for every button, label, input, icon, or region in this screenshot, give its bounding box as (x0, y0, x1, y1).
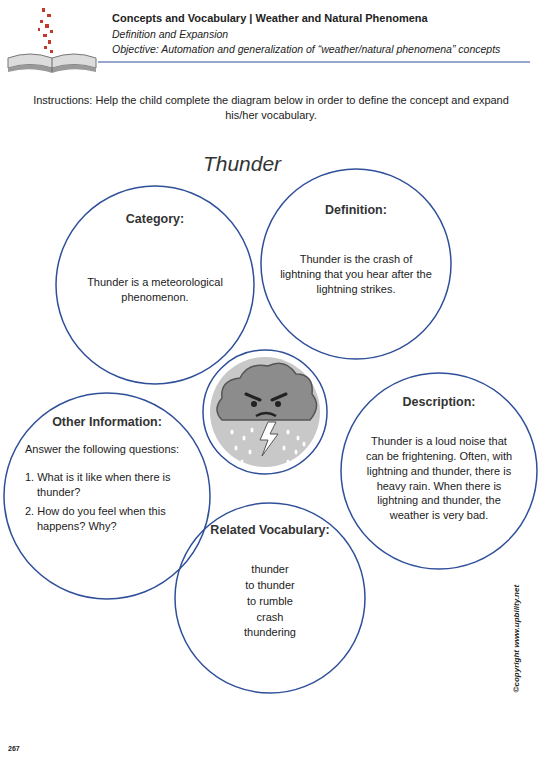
concept-circle: Description: Thunder is a loud noise that… (340, 372, 538, 570)
page-number: 267 (8, 744, 48, 753)
concept-circle: Definition: Thunder is the crash of light… (260, 168, 452, 360)
circle-heading: Description: (364, 394, 514, 411)
circle-text: 2. How do you feel when this happens? Wh… (25, 504, 185, 534)
diagram-title: Thunder (0, 150, 484, 178)
copyright-note: ©copyright www.upbility.net (512, 562, 523, 692)
circle-text: thunder (195, 562, 345, 577)
header-subtitle: Definition and Expansion (112, 27, 532, 41)
circle-heading: Related Vocabulary: (190, 522, 350, 539)
logo-book (8, 8, 96, 73)
circle-text: Thunder is the crash of lightning that y… (278, 252, 434, 297)
circle-outline (56, 186, 254, 384)
concept-circle: Category: Thunder is a meteorological phe… (55, 185, 255, 385)
header-rule (98, 61, 530, 62)
thunder-cloud-illustration (203, 350, 327, 474)
concept-circle: Related Vocabulary: thunderto thunderto r… (174, 502, 366, 694)
circle-text: Answer the following questions: (25, 442, 195, 457)
circle-heading: Category: (80, 211, 230, 228)
circle-outline (341, 373, 537, 569)
circle-heading: Other Information: (22, 414, 192, 431)
circle-outline (261, 169, 451, 359)
circle-text: thundering (195, 625, 345, 640)
circle-text: to rumble (195, 594, 345, 609)
circle-text: 1. What is it like when there is thunder… (25, 470, 185, 500)
circle-text: Thunder is a loud noise that can be frig… (361, 434, 517, 523)
circle-heading: Definition: (281, 202, 431, 219)
header-objective: Objective: Automation and generalization… (112, 42, 532, 56)
circle-text: Thunder is a meteorological phenomenon. (80, 275, 230, 305)
instructions: Instructions: Help the child complete th… (30, 93, 512, 123)
circle-text: crash (195, 610, 345, 625)
header-title: Concepts and Vocabulary | Weather and Na… (112, 11, 532, 26)
circle-text: to thunder (195, 578, 345, 593)
circle-outline (175, 503, 365, 693)
